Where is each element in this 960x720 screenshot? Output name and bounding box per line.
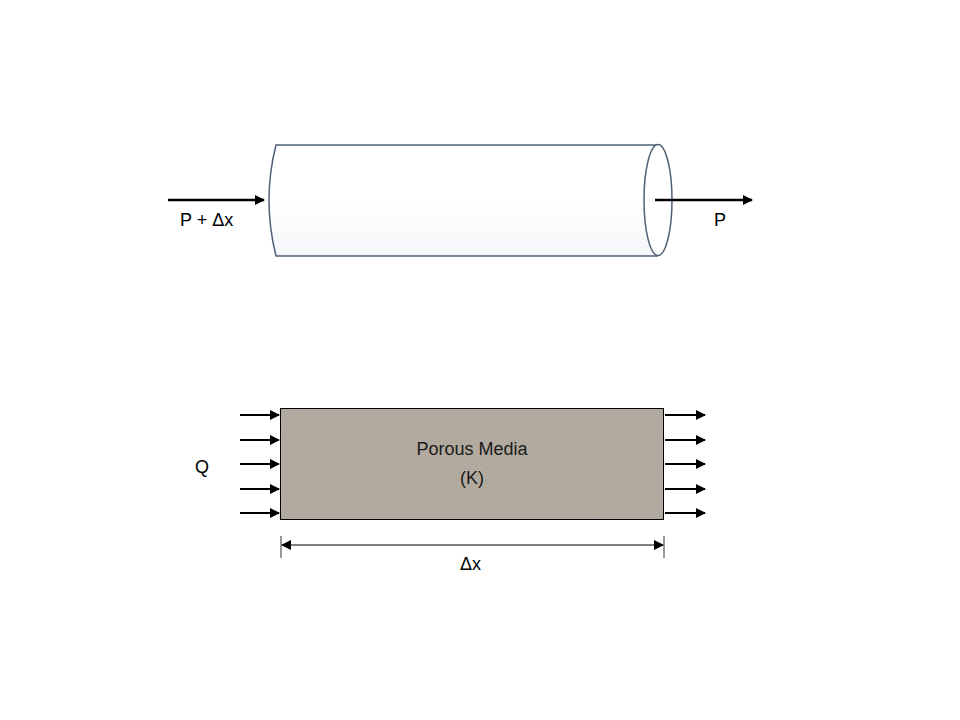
- porous-texture: [280, 408, 664, 520]
- porous-media-box: Porous Media(K): [280, 408, 664, 520]
- node-text: Porous Media: [416, 435, 527, 464]
- length-label: Δx: [460, 553, 481, 575]
- inflow-arrow: [168, 199, 264, 202]
- flow-label: Q: [195, 456, 209, 478]
- pressure-label: P: [714, 209, 726, 231]
- pressure-label: P + Δx: [180, 209, 233, 231]
- outflow-arrows: [665, 415, 705, 513]
- node-text: (K): [460, 464, 484, 493]
- inflow-arrows: [240, 415, 279, 513]
- outflow-arrow: [655, 199, 752, 202]
- pipe-cylinder: [269, 145, 672, 257]
